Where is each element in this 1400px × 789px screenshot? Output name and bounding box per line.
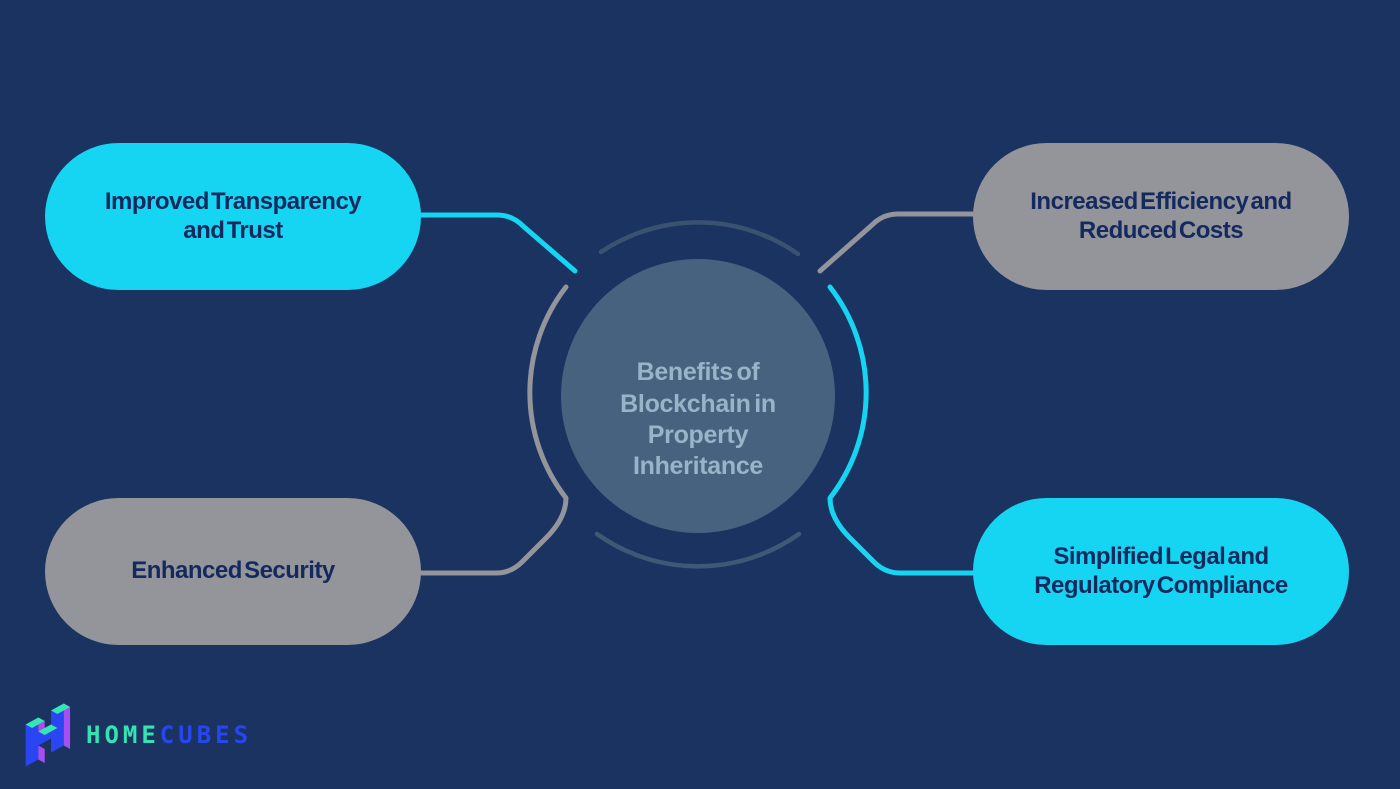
node-improved-transparency: Improved Transparency and Trust (45, 143, 421, 290)
connector-bottom-right (827, 284, 977, 576)
connector-bottom-left (418, 284, 569, 576)
center-topic-label: Benefits of Blockchain in Property Inher… (620, 358, 776, 480)
node-label: Increased Efficiency and Reduced Costs (1030, 187, 1292, 244)
logo-home-text: HOME (86, 721, 160, 749)
node-label: Improved Transparency and Trust (104, 187, 362, 244)
node-label: Simplified Legal and Regulatory Complian… (1034, 542, 1288, 599)
node-increased-efficiency: Increased Efficiency and Reduced Costs (973, 143, 1349, 290)
homecubes-cube-icon (25, 703, 71, 767)
node-label: Enhanced Security (131, 557, 335, 585)
homecubes-logo: HOMECUBES (22, 700, 252, 770)
connector-top-left (418, 212, 578, 274)
center-topic: Benefits of Blockchain in Property Inher… (568, 326, 828, 482)
ring-arc-top (598, 220, 801, 257)
homecubes-wordmark: HOMECUBES (86, 721, 252, 749)
center-circle (561, 259, 835, 533)
connector-top-right (817, 211, 977, 274)
ring-arc-bottom (594, 531, 802, 569)
logo-cubes-text: CUBES (159, 721, 253, 749)
node-simplified-compliance: Simplified Legal and Regulatory Complian… (973, 498, 1349, 645)
node-enhanced-security: Enhanced Security (45, 498, 421, 645)
